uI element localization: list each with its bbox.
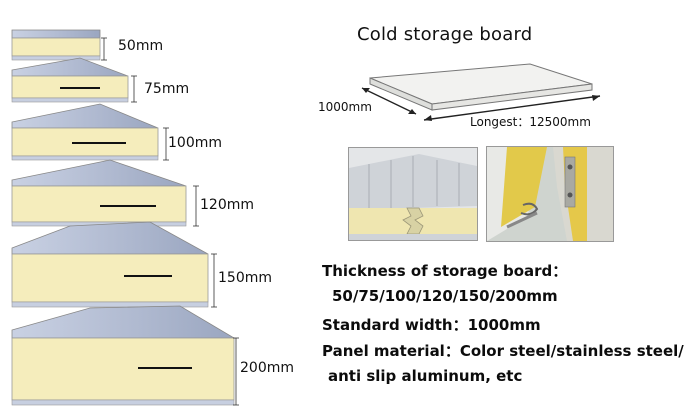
spec-thickness-heading: Thickness of storage board： (322, 262, 568, 280)
spec-panel-material: Panel material：Color steel/stainless ste… (322, 342, 684, 360)
spec-standard-width: Standard width：1000mm (322, 316, 541, 334)
thickness-label-100: 100mm (168, 135, 222, 151)
panel-75mm (11, 57, 137, 103)
thickness-label-120: 120mm (200, 197, 254, 213)
panel-50mm (11, 29, 107, 61)
panel-cam-lock-photo (486, 146, 614, 242)
board-length-label: Longest：12500mm (470, 115, 591, 129)
panel-100mm (11, 103, 169, 161)
thickness-label-75: 75mm (144, 81, 190, 97)
board-width-label: 1000mm (318, 100, 372, 114)
panel-thickness-diagram (11, 29, 239, 406)
panel-joint-photo (348, 147, 478, 241)
panel-200mm (11, 305, 239, 406)
thickness-label-50: 50mm (118, 38, 164, 54)
panel-150mm (11, 221, 217, 308)
spec-panel-material-2: anti slip aluminum, etc (328, 367, 523, 385)
panel-120mm (11, 159, 199, 227)
board-title: Cold storage board (357, 24, 533, 45)
spec-thickness-values: 50/75/100/120/150/200mm (332, 287, 558, 305)
board-illustration (361, 63, 601, 121)
thickness-label-200: 200mm (240, 360, 294, 376)
thickness-label-150: 150mm (218, 270, 272, 286)
